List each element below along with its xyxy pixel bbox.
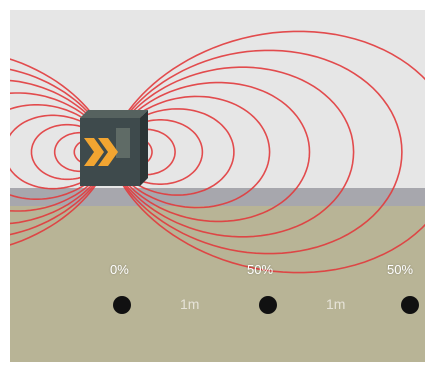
sensor-percent-label: 0% <box>110 262 129 277</box>
sensor-point <box>259 296 277 314</box>
field-line <box>109 66 355 238</box>
sky-area <box>10 10 425 190</box>
ground-surface-band <box>10 188 425 208</box>
device-top-face <box>80 110 148 118</box>
soil-area <box>10 206 425 362</box>
device-side-face <box>140 110 148 186</box>
field-line <box>10 68 111 236</box>
device <box>80 110 148 186</box>
field-line <box>10 58 111 246</box>
distance-label: 1m <box>180 296 200 312</box>
sensor-point <box>113 296 131 314</box>
distance-label: 1m <box>326 296 346 312</box>
chevron-double-right-icon <box>84 138 118 166</box>
device-screen <box>116 128 130 158</box>
field-line <box>109 49 403 255</box>
sensors <box>113 296 419 314</box>
sensor-point <box>401 296 419 314</box>
sensor-percent-label: 50% <box>247 262 274 277</box>
sensor-percent-label: 50% <box>387 262 414 277</box>
field-line <box>109 30 425 274</box>
field-line <box>10 79 111 225</box>
